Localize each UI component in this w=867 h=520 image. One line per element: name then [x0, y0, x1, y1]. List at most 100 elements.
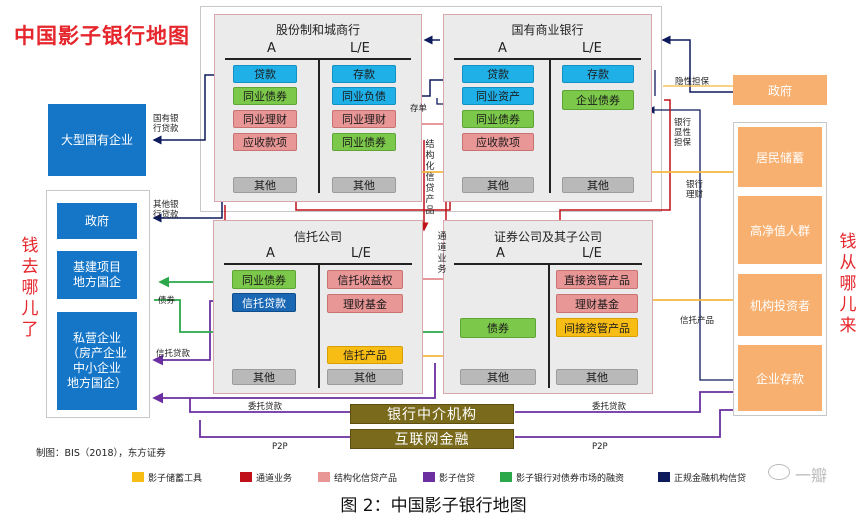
col-header-a: A	[496, 246, 505, 261]
where-money-goes: 钱去哪儿了	[21, 236, 39, 340]
legend-swatch-savings	[132, 472, 144, 482]
state-le-deposits[interactable]: 存款	[562, 65, 634, 83]
joint-a-loans[interactable]: 贷款	[233, 65, 297, 83]
trust-a-other[interactable]: 其他	[232, 369, 296, 385]
trust-a-interbank-bonds[interactable]: 同业债券	[232, 270, 296, 289]
label-trust-loans: 信托贷款	[156, 349, 191, 359]
state-a-other[interactable]: 其他	[462, 177, 534, 193]
map-title: 中国影子银行地图	[14, 24, 190, 48]
divider-v	[318, 59, 320, 193]
label-entrusted-loans-left: 委托贷款	[248, 402, 283, 412]
joint-le-interbank-wm[interactable]: 同业理财	[332, 110, 396, 128]
top-frame	[200, 6, 662, 212]
joint-le-other[interactable]: 其他	[332, 177, 396, 193]
col-header-le: L/E	[582, 41, 602, 56]
state-a-interbank-bonds[interactable]: 同业债券	[462, 110, 534, 128]
legend-swatch-structured	[318, 472, 330, 482]
state-le-corp-bonds[interactable]: 企业债券	[562, 90, 634, 110]
panel-title: 股份制和城商行	[275, 23, 360, 37]
watermark-text: 一瓣	[795, 466, 828, 485]
legend-formal-credit: 正规金融机构信贷	[674, 474, 747, 484]
where-money-comes: 钱从哪儿来	[839, 232, 857, 336]
trust-le-trust-beneficiary[interactable]: 信托收益权	[327, 270, 403, 289]
internet-finance-box[interactable]: 互联网金融	[350, 429, 514, 449]
panel-title: 国有商业银行	[511, 23, 584, 37]
legend-swatch-channel	[240, 472, 252, 482]
joint-a-interbank-bonds[interactable]: 同业债券	[233, 87, 297, 105]
col-header-le: L/E	[351, 246, 371, 261]
trust-a-trust-loans[interactable]: 信托贷款	[232, 293, 296, 312]
divider-h	[224, 263, 412, 265]
sec-a-bonds[interactable]: 债券	[460, 318, 536, 338]
right-government-box[interactable]: 政府	[733, 75, 827, 105]
divider-v	[549, 59, 551, 193]
sec-le-other[interactable]: 其他	[556, 369, 638, 385]
joint-le-deposits[interactable]: 存款	[332, 65, 396, 83]
divider-h	[454, 58, 641, 60]
sec-le-indirect-am[interactable]: 间接资管产品	[556, 318, 638, 337]
label-other-bank-loans: 其他银 行贷款	[153, 200, 179, 220]
col-header-le: L/E	[350, 41, 370, 56]
legend-bond-financing: 影子银行对债券市场的融资	[516, 474, 625, 484]
high-net-worth-box[interactable]: 高净值人群	[738, 196, 822, 264]
label-explicit-guarantee: 银行 显性 担保	[674, 118, 692, 148]
divider-v	[318, 264, 320, 388]
divider-h	[454, 263, 642, 265]
legend-channel: 通道业务	[256, 474, 293, 484]
label-entrusted-loans-right: 委托贷款	[592, 402, 627, 412]
sec-a-other[interactable]: 其他	[460, 369, 536, 385]
source-note: 制图：BIS（2018），东方证券	[36, 448, 166, 459]
label-structured-credit: 结构化信贷产品	[425, 140, 435, 216]
joint-a-interbank-wm[interactable]: 同业理财	[233, 110, 297, 128]
figure-caption: 图 2：中国影子银行地图	[340, 496, 527, 516]
state-a-loans[interactable]: 贷款	[462, 65, 534, 83]
corporate-deposits-box[interactable]: 企业存款	[738, 345, 822, 411]
trust-le-wm-funds[interactable]: 理财基金	[327, 294, 403, 313]
trust-le-other[interactable]: 其他	[327, 369, 403, 385]
legend-structured: 结构化信贷产品	[334, 474, 398, 484]
legend-shadow-credit: 影子信贷	[439, 474, 476, 484]
sec-le-direct-am[interactable]: 直接资管产品	[556, 270, 638, 289]
legend-swatch-formal-credit	[658, 472, 670, 482]
col-header-a: A	[267, 41, 276, 56]
wechat-icon	[768, 464, 790, 480]
panel-joint-stock-banks: 股份制和城商行 A L/E	[214, 14, 422, 202]
label-bank-wm: 银行 理财	[686, 180, 704, 200]
left-government-box[interactable]: 政府	[57, 203, 137, 239]
private-firms-box[interactable]: 私营企业 （房产企业 中小企业 地方国企）	[57, 312, 137, 410]
label-p2p-right: P2P	[592, 442, 608, 452]
label-bonds: 债券	[158, 296, 176, 306]
joint-a-receivables[interactable]: 应收款项	[233, 133, 297, 151]
panel-title: 证券公司及其子公司	[493, 230, 602, 244]
left-frame	[46, 190, 150, 418]
household-savings-box[interactable]: 居民储蓄	[738, 127, 822, 187]
state-a-interbank-assets[interactable]: 同业资产	[462, 87, 534, 105]
state-le-other[interactable]: 其他	[562, 177, 634, 193]
label-state-bank-loans: 国有银 行贷款	[153, 114, 179, 134]
legend-swatch-shadow-credit	[423, 472, 435, 482]
joint-a-other[interactable]: 其他	[233, 177, 297, 193]
label-deposit-certificate: 存单	[410, 104, 428, 114]
label-p2p-left: P2P	[272, 442, 288, 452]
institutional-investors-box[interactable]: 机构投资者	[738, 274, 822, 336]
col-header-le: L/E	[582, 246, 602, 261]
legend-savings: 影子储蓄工具	[148, 474, 203, 484]
infrastructure-box[interactable]: 基建项目 地方国企	[57, 251, 137, 299]
col-header-a: A	[498, 41, 507, 56]
panel-title: 信托公司	[293, 230, 342, 244]
joint-le-interbank-liab[interactable]: 同业负债	[332, 87, 396, 105]
large-soe-box[interactable]: 大型国有企业	[48, 104, 146, 176]
label-trust-products: 信托产品	[680, 316, 715, 326]
label-implicit-guarantee: 隐性担保	[675, 77, 710, 87]
divider-v	[548, 264, 550, 388]
state-a-receivables[interactable]: 应收款项	[462, 133, 534, 151]
col-header-a: A	[266, 246, 275, 261]
trust-le-trust-products[interactable]: 信托产品	[327, 346, 403, 364]
divider-h	[225, 58, 411, 60]
joint-le-interbank-bonds[interactable]: 同业债券	[332, 133, 396, 151]
right-frame	[733, 122, 827, 416]
legend-swatch-bond-financing	[500, 472, 512, 482]
bank-intermediary-box[interactable]: 银行中介机构	[350, 404, 514, 424]
sec-le-wm-funds[interactable]: 理财基金	[556, 294, 638, 313]
label-channel-business: 通道业务	[437, 232, 447, 275]
